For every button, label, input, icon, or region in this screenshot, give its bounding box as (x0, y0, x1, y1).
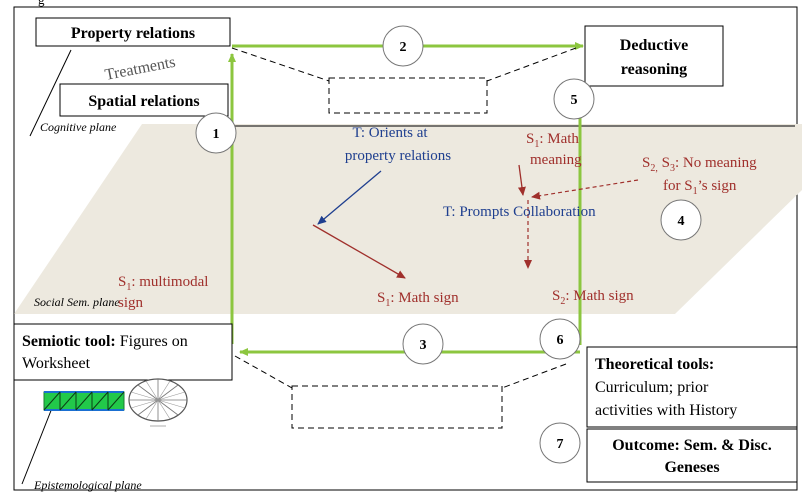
semiotic-tool-line1: Semiotic tool: Figures on (22, 333, 188, 350)
social-semiotic-plane (14, 124, 802, 314)
semiotic-tool-box (13, 323, 233, 381)
s1-math-meaning-line2: meaning (530, 152, 582, 168)
dashed-funnel-top-right (486, 47, 577, 82)
circle-2-label: 2 (400, 40, 407, 55)
s2s3-no-meaning-line1: S2, S3: No meaning (642, 155, 757, 174)
circle-3: 3 (402, 323, 444, 365)
wheel-figure (128, 378, 188, 427)
arrow-math-meaning (517, 164, 526, 196)
theoretical-tools-box (586, 346, 798, 428)
spatial-relations-label: Spatial relations (88, 93, 199, 110)
deductive-label-line1: Deductive (620, 37, 688, 54)
outcome-box (586, 428, 798, 483)
social-plane-label: Social Sem. plane (34, 295, 120, 309)
spatial-relations-box (59, 83, 229, 117)
circle-1: 1 (195, 112, 237, 154)
epistemological-plane-slant (21, 402, 55, 485)
circle-4-label: 4 (678, 214, 685, 229)
cognitive-plane-slant (29, 49, 72, 137)
s1-multimodal-line2: sign (118, 295, 144, 311)
circle-3-label: 3 (420, 338, 427, 353)
s2s3-no-meaning-line2: for S1’s sign (663, 178, 737, 197)
s1-math-sign: S1: Math sign (377, 290, 459, 309)
cognitive-plane-label: Cognitive plane (40, 120, 117, 134)
circle-5-label: 5 (571, 93, 578, 108)
s1-math-meaning-line1: S1: Math (526, 131, 579, 150)
dashed-funnel-bottom-right (501, 363, 567, 389)
outcome-line1: Outcome: Sem. & Disc. (612, 437, 772, 454)
arrow-to-s1-math-sign (312, 224, 406, 279)
arrow-no-meaning-dashed (531, 179, 639, 200)
s2-math-sign: S2: Math sign (552, 288, 634, 307)
t-prompts-collaboration: T: Prompts Collaboration (443, 204, 596, 220)
circle-7-label: 7 (557, 437, 564, 452)
semiotic-tool-bold: Semiotic tool: (22, 333, 116, 350)
s1-multimodal-line1: S1: multimodal (118, 274, 208, 293)
property-relations-box (35, 17, 231, 47)
circle-5: 5 (553, 78, 595, 120)
green-segmented-bar-figure (43, 391, 125, 411)
t-orients-line2: property relations (345, 148, 451, 164)
circle-6: 6 (539, 318, 581, 360)
header-fragment: g (38, 0, 45, 7)
dashed-box-bottom (291, 385, 503, 429)
circle-6-label: 6 (557, 333, 564, 348)
circle-1-label: 1 (213, 127, 220, 142)
theoretical-tools-line1: Curriculum; prior (595, 379, 709, 396)
treatments-label: Treatments (104, 54, 177, 84)
deductive-label-line2: reasoning (621, 61, 687, 78)
dashed-funnel-top-left (231, 47, 330, 82)
property-relations-label: Property relations (71, 25, 195, 42)
semiotic-tool-rest: Figures on (116, 333, 188, 350)
circle-2: 2 (382, 25, 424, 67)
theoretical-tools-line2: activities with History (595, 402, 737, 419)
circle-7: 7 (539, 422, 581, 464)
outer-frame (13, 6, 798, 491)
outcome-line2: Geneses (664, 459, 719, 476)
deductive-reasoning-box (584, 25, 724, 87)
epistemological-plane-label: Epistemological plane (33, 478, 142, 492)
dashed-funnel-bottom-left (234, 355, 293, 389)
t-orients-line1: T: Orients at (352, 125, 428, 141)
semiotic-tool-line2: Worksheet (22, 355, 91, 372)
circle-4: 4 (660, 199, 702, 241)
theoretical-tools-title: Theoretical tools: (595, 356, 714, 373)
dashed-box-top (328, 77, 488, 114)
arrow-orients (317, 170, 382, 225)
